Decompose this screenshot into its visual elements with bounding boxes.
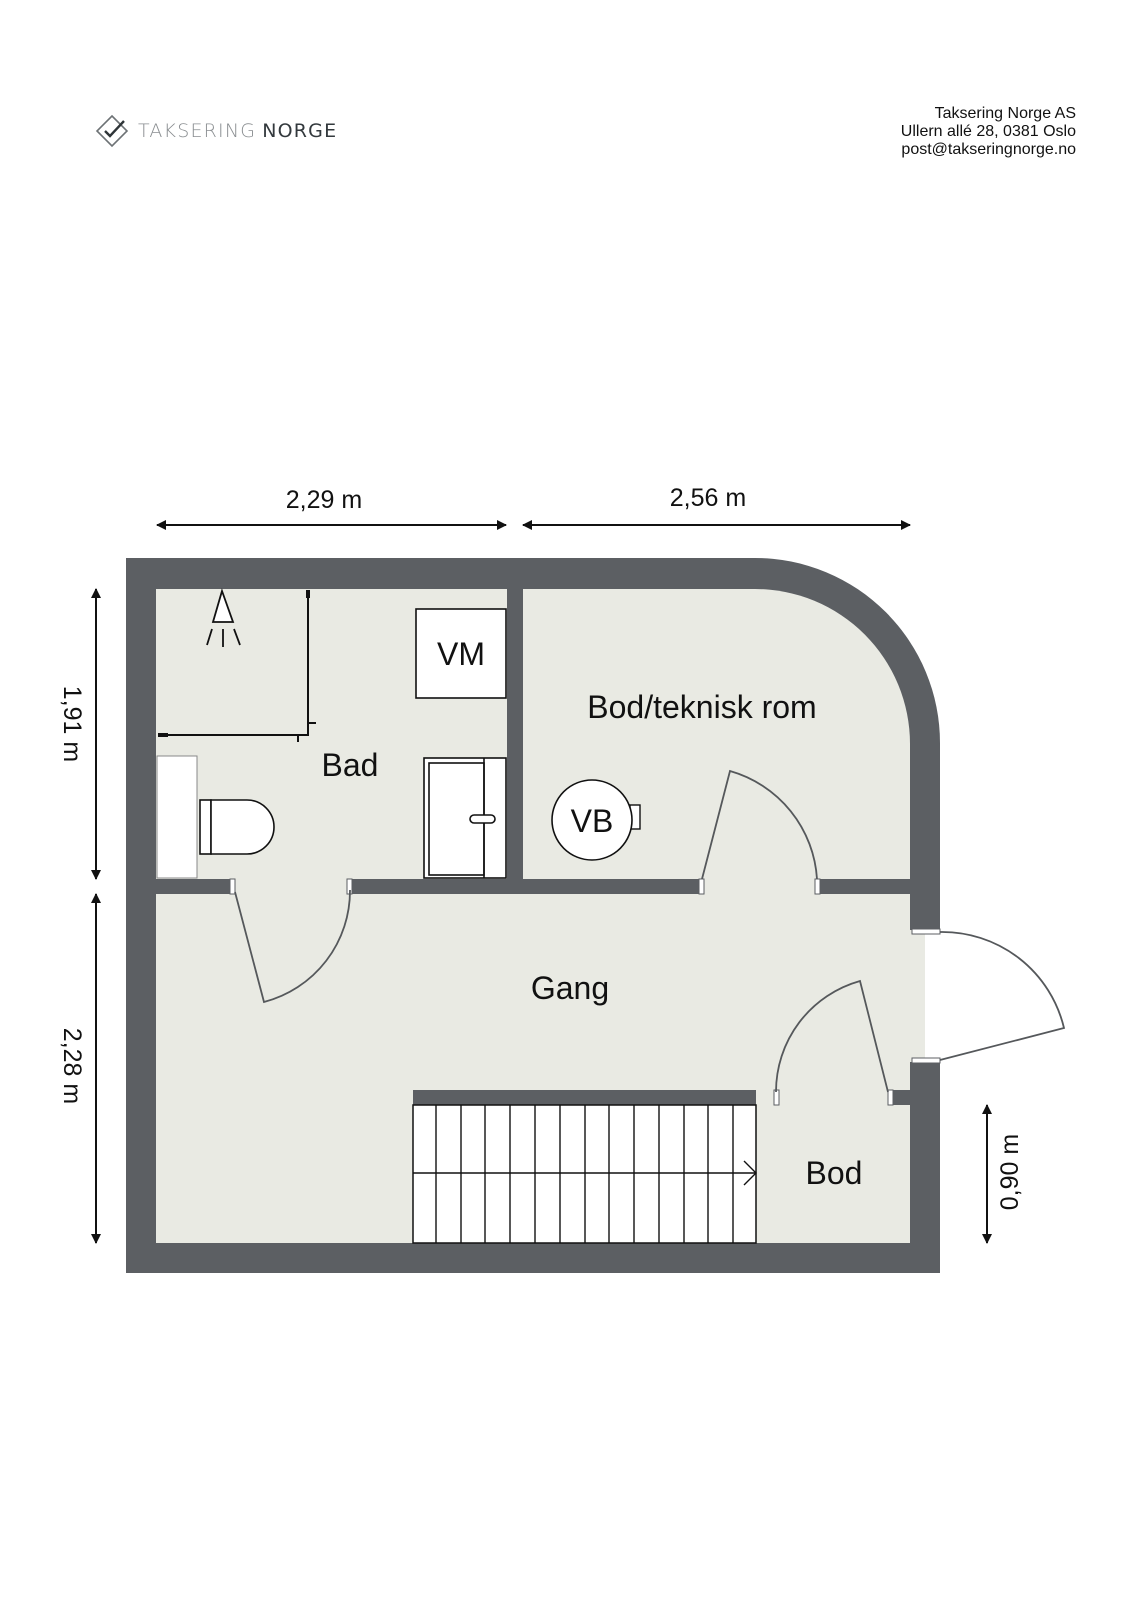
company-info: Taksering Norge AS Ullern allé 28, 0381 …: [901, 105, 1076, 159]
dim-label-left-lower: 2,28 m: [58, 1028, 86, 1104]
door-openings: [231, 879, 940, 1105]
room-label-bad: Bad: [322, 747, 379, 783]
sink-icon: [423, 757, 507, 879]
dim-label-top-right: 2,56 m: [670, 484, 746, 512]
room-labels: Bad Bod/teknisk rom Gang Bod: [322, 689, 863, 1191]
door-swings: [234, 769, 1066, 1093]
washing-machine: VM: [415, 608, 507, 699]
toilet-icon: [199, 799, 275, 855]
room-label-bod-teknisk: Bod/teknisk rom: [587, 689, 816, 725]
company-email: post@takseringnorge.no: [901, 141, 1076, 158]
water-heater: VB: [551, 779, 641, 861]
stairs-direction-arrow: [743, 1160, 757, 1186]
shower-icon: [206, 588, 241, 647]
company-address: Ullern allé 28, 0381 Oslo: [900, 123, 1076, 140]
shower-enclosure: [158, 590, 316, 742]
door-bod-teknisk: [701, 769, 818, 880]
check-diamond-icon: [95, 114, 129, 148]
logo-word-norge: NORGE: [262, 120, 338, 142]
dim-label-right-lower: 0,90 m: [996, 1134, 1024, 1210]
door-entry: [939, 931, 1066, 1061]
bathroom-fixtures: VM: [156, 588, 507, 879]
company-name: Taksering Norge AS: [934, 105, 1076, 122]
dimension-lines: [91, 520, 992, 1244]
washing-machine-label: VM: [437, 636, 485, 672]
door-bad: [234, 889, 351, 1004]
stairs-icon: [412, 1104, 757, 1244]
room-label-bod: Bod: [806, 1155, 863, 1191]
door-bod: [775, 979, 889, 1093]
dim-label-left-upper: 1,91 m: [58, 686, 86, 762]
water-heater-label: VB: [571, 803, 614, 839]
vanity-counter: [156, 755, 198, 879]
room-label-gang: Gang: [531, 970, 609, 1006]
dim-label-top-left: 2,29 m: [286, 486, 362, 514]
dimension-labels: 2,29 m 2,56 m 1,91 m 2,28 m 0,90 m: [58, 484, 1024, 1210]
logo-word-taksering: TAKSERING: [138, 120, 257, 142]
